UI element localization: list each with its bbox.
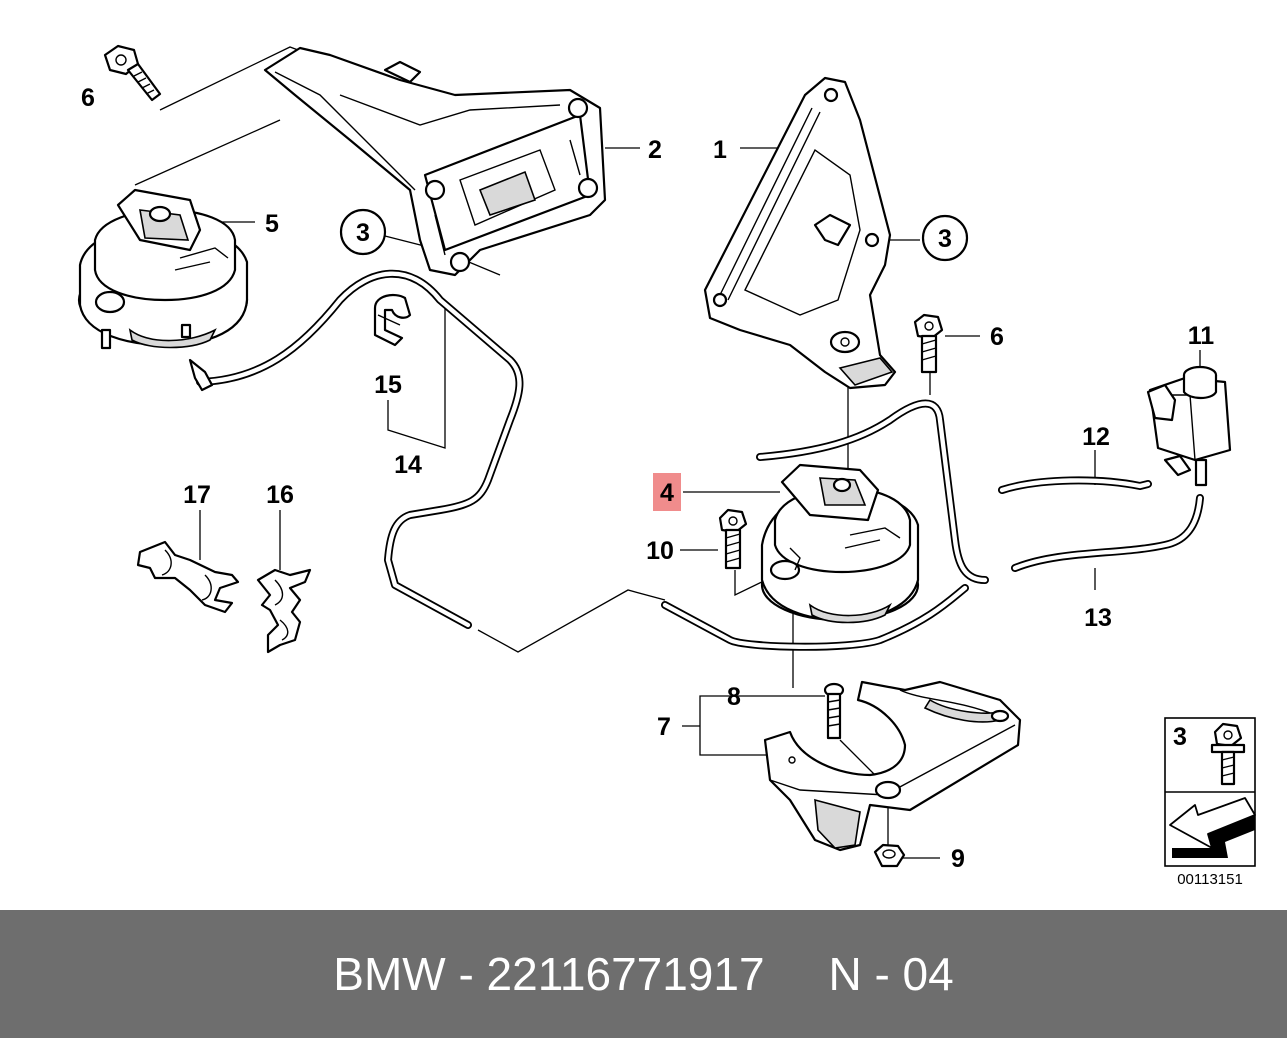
clip-16[interactable]: [256, 568, 312, 654]
callout-2[interactable]: 2: [648, 136, 662, 164]
callout-3-right[interactable]: 3: [938, 225, 952, 253]
clip-15[interactable]: [373, 293, 412, 347]
bolt-6-left[interactable]: [103, 44, 162, 102]
legend-bolt-icon: [1210, 722, 1246, 786]
callout-8[interactable]: 8: [727, 683, 741, 711]
callout-6-right[interactable]: 6: [990, 323, 1004, 351]
callout-circle-3-left: [339, 208, 387, 256]
callout-9[interactable]: 9: [951, 845, 965, 873]
callout-4-highlight: [653, 473, 681, 511]
callout-16[interactable]: 16: [266, 481, 294, 509]
callout-4[interactable]: 4: [660, 479, 674, 507]
legend-number: 3: [1173, 723, 1187, 751]
callout-10[interactable]: 10: [646, 537, 674, 565]
bolt-6-right[interactable]: [913, 313, 944, 374]
callout-13[interactable]: 13: [1084, 604, 1112, 632]
hose-13[interactable]: [1011, 494, 1204, 572]
clip-17[interactable]: [136, 540, 240, 614]
callout-14[interactable]: 14: [394, 451, 422, 479]
callout-12[interactable]: 12: [1082, 423, 1110, 451]
callout-3-left[interactable]: 3: [356, 219, 370, 247]
callout-17[interactable]: 17: [183, 481, 211, 509]
engine-mount-5[interactable]: [77, 188, 249, 392]
diagram-code: 00113151: [1177, 871, 1243, 888]
callout-15[interactable]: 15: [374, 371, 402, 399]
arrow-icon: [1169, 797, 1256, 858]
callout-6-left[interactable]: 6: [81, 84, 95, 112]
bracket-7[interactable]: [763, 680, 1022, 852]
callout-7[interactable]: 7: [657, 713, 671, 741]
hose-right-mount[interactable]: [661, 399, 989, 651]
bolt-10[interactable]: [718, 508, 748, 570]
callout-1[interactable]: 1: [713, 136, 727, 164]
bracket-2[interactable]: [263, 46, 607, 277]
valve-11[interactable]: [1146, 365, 1232, 487]
part-number-caption: BMW - 22116771917 N - 04: [333, 948, 954, 1000]
nut-9[interactable]: [873, 843, 906, 868]
footer-bar: BMW - 22116771917 N - 04: [0, 910, 1287, 1038]
callout-5[interactable]: 5: [265, 210, 279, 238]
bracket-1[interactable]: [703, 76, 897, 390]
legend-box: 3 00113151: [1164, 717, 1256, 888]
engine-mount-4[interactable]: [760, 463, 920, 624]
parts-diagram: 1 2 3 3 4 5 6 6 7 8 9 10 11 12 13 14 15 …: [77, 44, 1256, 888]
callout-circle-3-right: [921, 214, 969, 262]
hose-12[interactable]: [998, 476, 1152, 494]
hose-14[interactable]: [196, 269, 524, 629]
bolt-8[interactable]: [823, 682, 845, 740]
callout-11[interactable]: 11: [1188, 322, 1215, 350]
